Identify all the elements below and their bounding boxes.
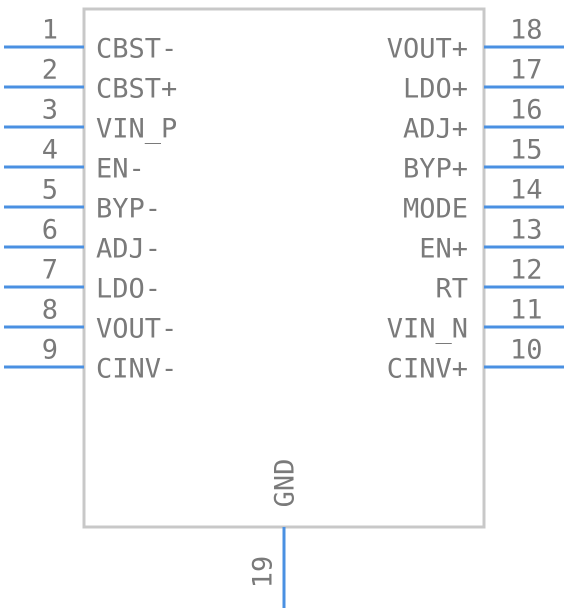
pin-name: BYP+ <box>403 154 468 185</box>
pin-name: MODE <box>403 194 468 225</box>
pin-name: CBST+ <box>96 74 177 105</box>
pin-name: LDO+ <box>403 74 468 105</box>
pin-number: 12 <box>510 255 543 286</box>
pin-name: VOUT+ <box>387 34 468 65</box>
pin-name: EN- <box>96 154 145 185</box>
pin-name: CINV- <box>96 354 177 385</box>
pin-number: 10 <box>510 335 543 366</box>
pin-number: 13 <box>510 215 543 246</box>
pin-name: CBST- <box>96 34 177 65</box>
pin-name: VIN_N <box>387 314 468 345</box>
pins-layer: 1CBST-2CBST+3VIN_P4EN-5BYP-6ADJ-7LDO-8VO… <box>4 15 564 608</box>
pin-number: 16 <box>510 95 543 126</box>
pin-number: 3 <box>42 95 58 126</box>
pin-number: 6 <box>42 215 58 246</box>
pin-number: 19 <box>248 556 279 589</box>
pin-number: 5 <box>42 175 58 206</box>
pin-name: VOUT- <box>96 314 177 345</box>
pin-name: LDO- <box>96 274 161 305</box>
pin-number: 17 <box>510 55 543 86</box>
pin-name: GND <box>270 459 301 508</box>
pin-number: 9 <box>42 335 58 366</box>
pin-number: 2 <box>42 55 58 86</box>
pin-name: BYP- <box>96 194 161 225</box>
pin-left-4: 4EN- <box>4 135 145 185</box>
pin-number: 1 <box>42 15 58 46</box>
pin-number: 7 <box>42 255 58 286</box>
pin-number: 11 <box>510 295 543 326</box>
pin-name: VIN_P <box>96 114 177 145</box>
pin-number: 18 <box>510 15 543 46</box>
pin-name: ADJ+ <box>403 114 468 145</box>
pin-name: CINV+ <box>387 354 468 385</box>
pin-name: RT <box>435 274 468 305</box>
pin-name: ADJ- <box>96 234 161 265</box>
pin-number: 15 <box>510 135 543 166</box>
pin-number: 4 <box>42 135 58 166</box>
pin-name: EN+ <box>419 234 468 265</box>
pin-number: 14 <box>510 175 543 206</box>
pin-number: 8 <box>42 295 58 326</box>
pin-bottom-19: 19 GND <box>248 459 301 608</box>
